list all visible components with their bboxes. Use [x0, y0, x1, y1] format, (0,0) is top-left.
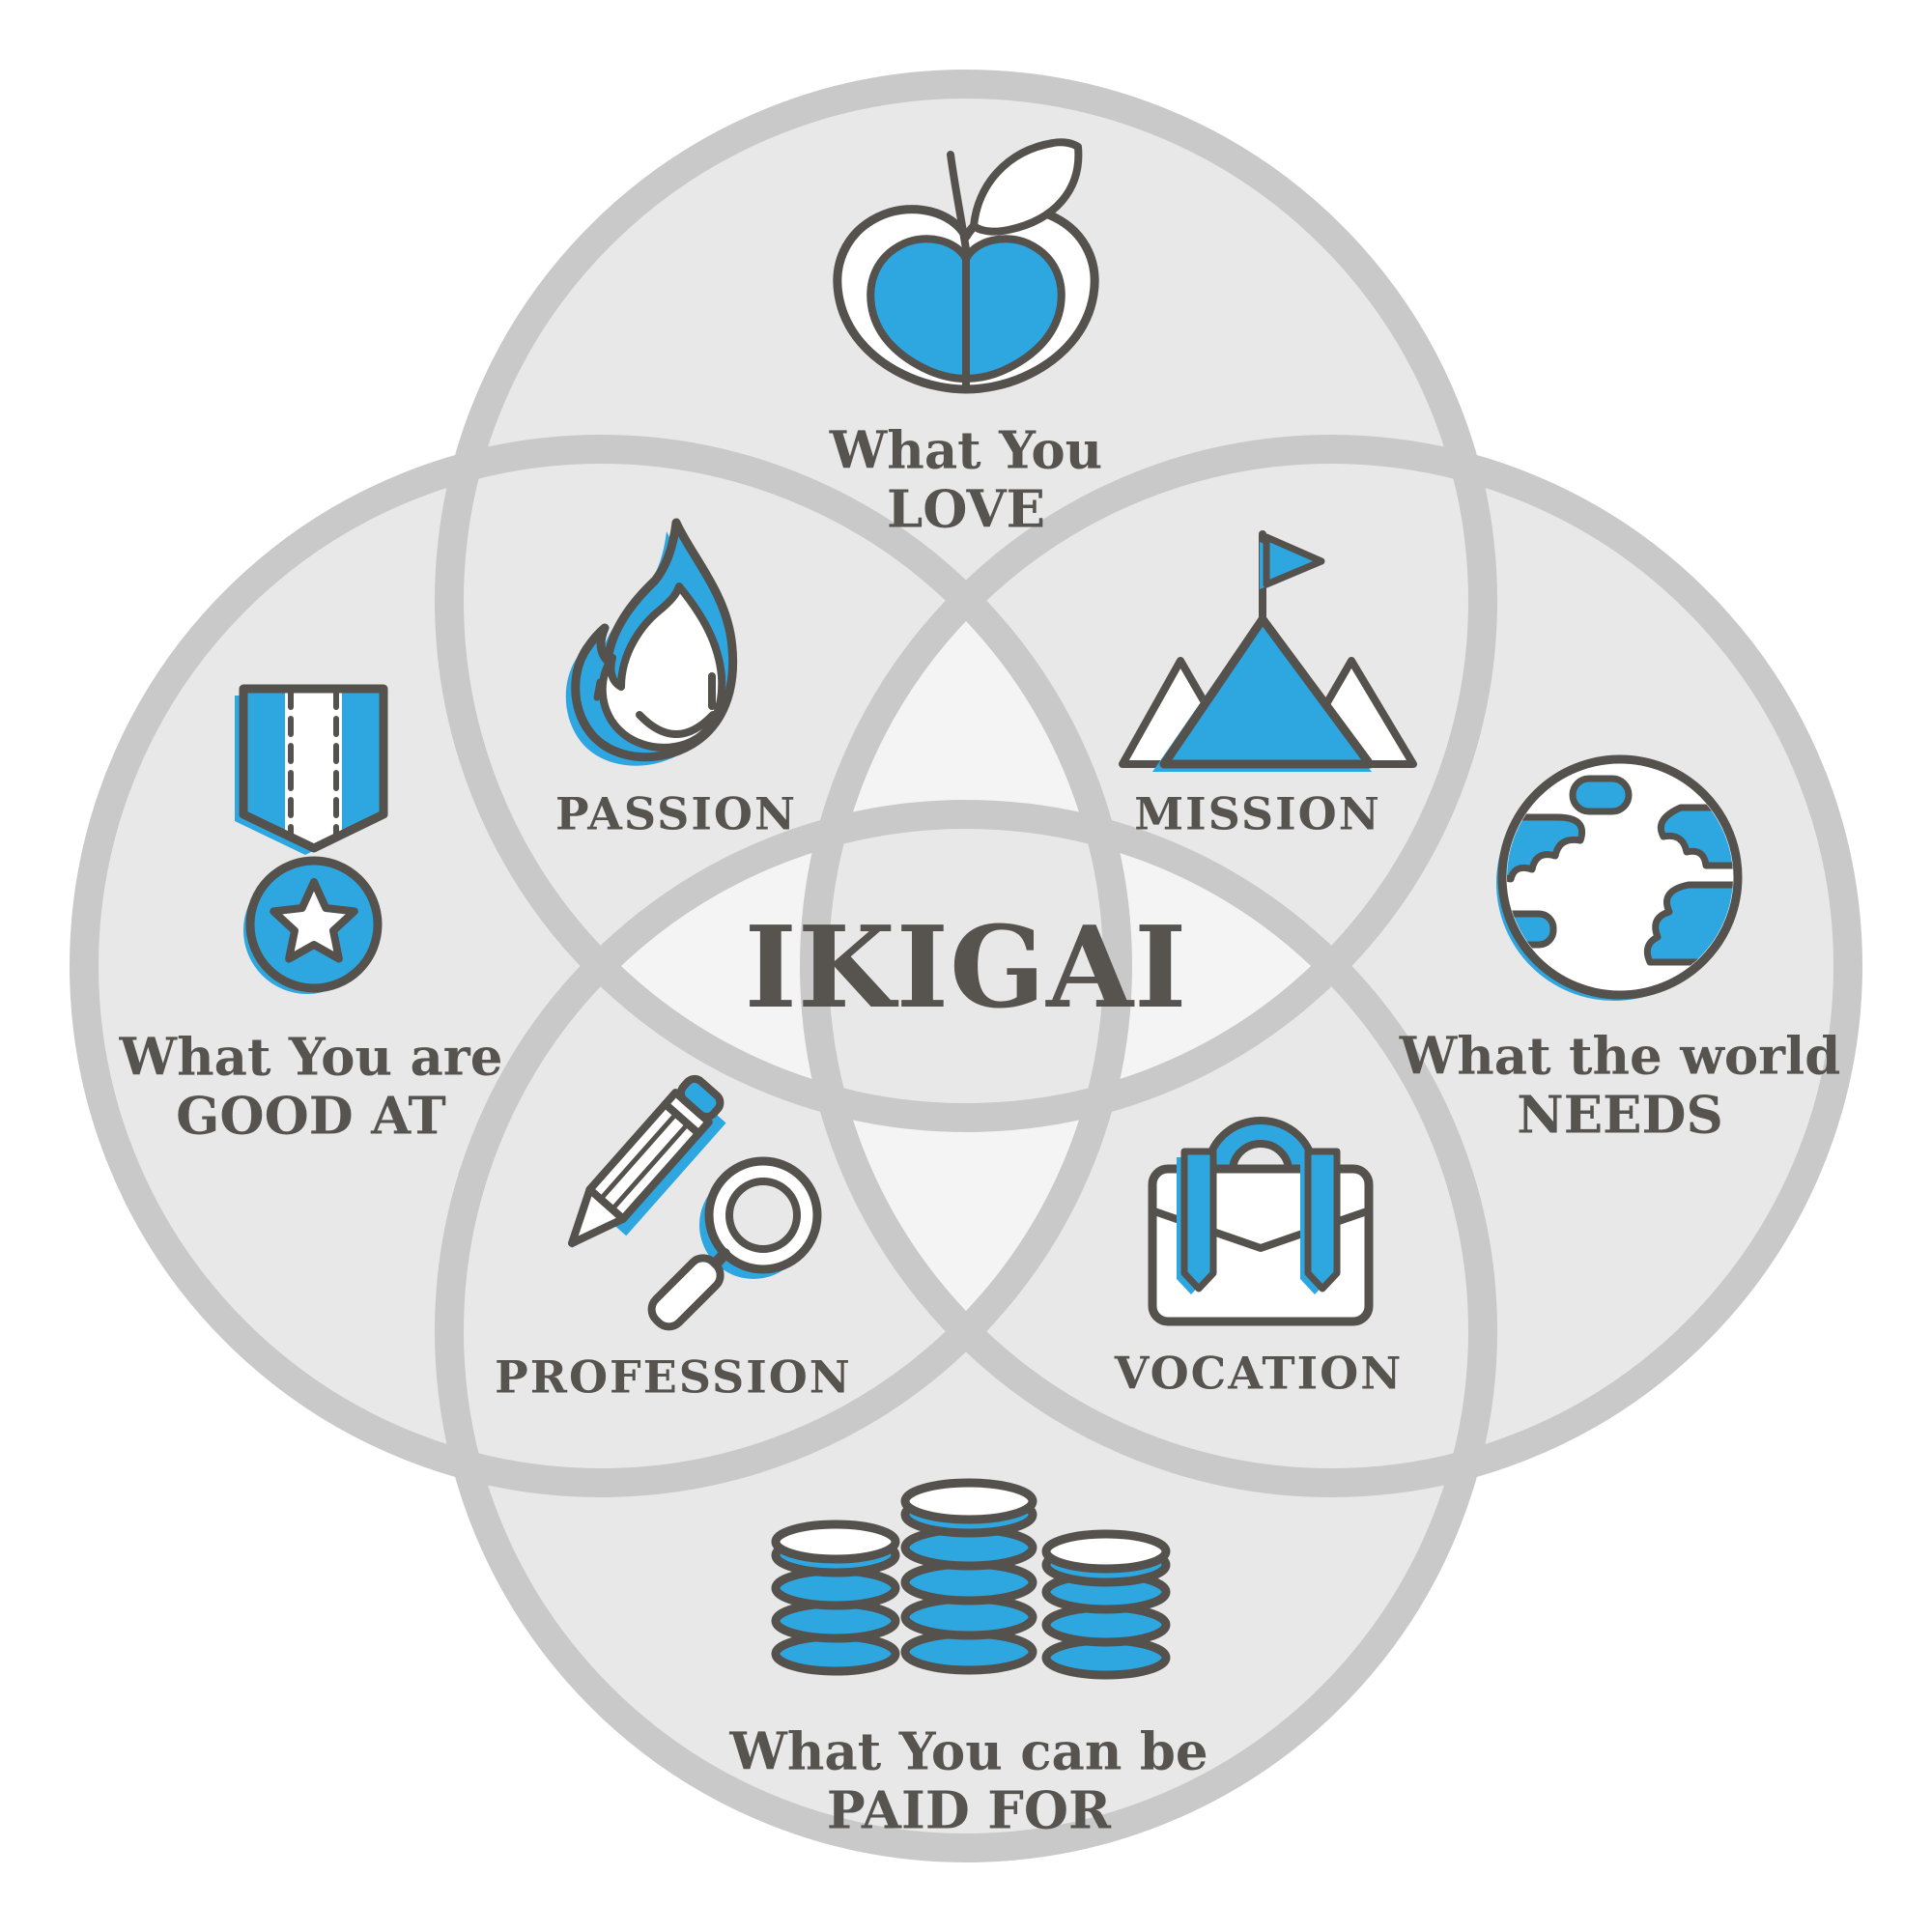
- label-needs-line1: What the world: [1399, 1026, 1841, 1087]
- label-needs-line2: NEEDS: [1517, 1086, 1723, 1146]
- label-what-you-love: What You LOVE: [829, 420, 1103, 541]
- heart-apple-icon: [833, 138, 1099, 394]
- label-good-at-line2: GOOD AT: [176, 1087, 446, 1147]
- label-profession: PROFESSION: [495, 1350, 852, 1404]
- coin-stack-right: [1041, 1529, 1171, 1680]
- label-mission: MISSION: [1134, 787, 1381, 840]
- flame-icon: [565, 518, 738, 766]
- label-what-you-love-line2: LOVE: [886, 480, 1046, 540]
- label-what-the-world-needs: What the world NEEDS: [1399, 1026, 1841, 1147]
- circle-rings: [70, 70, 1862, 1862]
- pencil-magnifier-icon: [568, 1074, 822, 1331]
- circle-paid-for-ring: [435, 800, 1497, 1862]
- label-what-you-can-be-paid-for: What You can be PAID FOR: [729, 1721, 1208, 1842]
- globe-icon: [1496, 754, 1743, 1001]
- circle-love-ring: [435, 70, 1497, 1132]
- center-title: IKIGAI: [744, 902, 1188, 1034]
- petal-highlights: [600, 600, 1332, 1332]
- coin-stack-middle: [900, 1478, 1037, 1675]
- briefcase-icon: [1148, 1117, 1374, 1326]
- label-paid-for-line1: What You can be: [729, 1721, 1208, 1782]
- coins-icon: [771, 1478, 1171, 1680]
- medal-icon: [235, 684, 388, 994]
- label-vocation: VOCATION: [1114, 1347, 1404, 1400]
- label-passion: PASSION: [555, 787, 797, 840]
- label-what-you-love-line1: What You: [829, 420, 1103, 481]
- label-what-you-are-good-at: What You are GOOD AT: [119, 1027, 503, 1148]
- mountain-flag-icon: [1119, 530, 1417, 772]
- coin-stack-left: [771, 1520, 900, 1676]
- circle-needs-ring: [800, 435, 1862, 1497]
- label-paid-for-line2: PAID FOR: [826, 1781, 1112, 1841]
- label-good-at-line1: What You are: [119, 1027, 503, 1088]
- circle-good-at-ring: [70, 435, 1132, 1497]
